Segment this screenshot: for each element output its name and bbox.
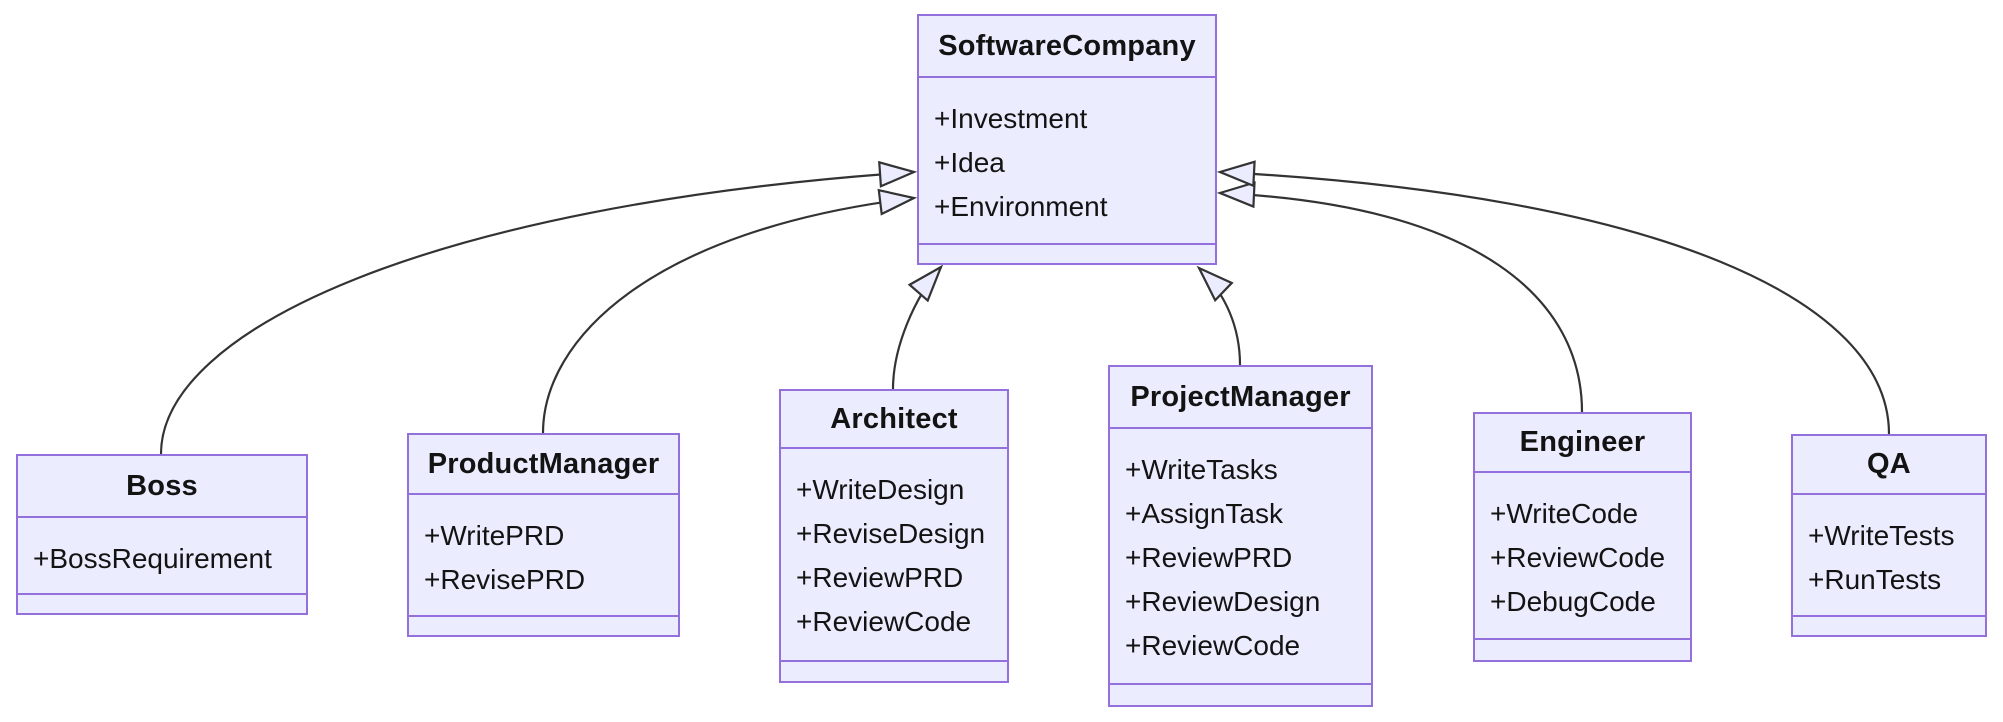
class-attribute: +Idea [934,147,1005,178]
class-attribute: +Environment [934,191,1108,222]
class-attribute: +WriteTests [1808,520,1955,551]
class-attribute: +ReviewPRD [1125,542,1293,573]
class-attribute: +RunTests [1808,564,1942,595]
class-attributes: +WriteDesign +ReviseDesign +ReviewPRD +Revi… [781,449,1007,662]
edge-productmanager-to-softwarecompany [541,188,918,434]
class-methods-empty [18,595,306,613]
class-attributes: +Investment +Idea +Environment [919,78,1215,245]
class-attribute: +WriteCode [1490,498,1639,529]
class-attribute: +RevisePRD [424,564,586,595]
class-box-engineer: Engineer +WriteCode +ReviewCode +DebugCode [1473,412,1692,662]
edge-projectmanager-to-softwarecompany [1196,265,1242,366]
class-attribute: +ReviewCode [1490,542,1666,573]
class-methods-empty [919,245,1215,263]
class-attribute: +WriteDesign [796,474,965,505]
class-attributes: +WriteTests +RunTests [1793,495,1985,617]
class-title-architect: Architect [781,391,1007,449]
class-title-boss: Boss [18,456,306,518]
class-methods-empty [409,617,678,635]
class-attribute: +WritePRD [424,520,565,551]
class-title-productmanager: ProductManager [409,435,678,495]
class-attribute: +Investment [934,103,1088,134]
class-methods-empty [1110,685,1371,705]
class-attributes: +WriteTasks +AssignTask +ReviewPRD +ReviewD… [1110,429,1371,685]
class-attribute: +WriteTasks [1125,454,1278,485]
edge-engineer-to-softwarecompany [1216,181,1584,413]
class-attribute: +ReviewPRD [796,562,964,593]
class-attributes: +WriteCode +ReviewCode +DebugCode [1475,473,1690,640]
class-title-qa: QA [1793,436,1985,495]
class-attribute: +BossRequirement [33,543,272,574]
edge-boss-to-softwarecompany [159,160,918,455]
class-attribute: +AssignTask [1125,498,1283,529]
class-attributes: +BossRequirement [18,518,306,595]
class-box-productmanager: ProductManager +WritePRD +RevisePRD [407,433,680,637]
class-attributes: +WritePRD +RevisePRD [409,495,678,617]
class-attribute: +ReviewCode [796,606,972,637]
class-methods-empty [1793,617,1985,635]
class-title-engineer: Engineer [1475,414,1690,473]
class-attribute: +ReviseDesign [796,518,986,549]
class-attribute: +DebugCode [1490,586,1656,617]
edge-architect-to-softwarecompany [891,264,944,390]
class-box-boss: Boss +BossRequirement [16,454,308,615]
class-methods-empty [1475,640,1690,660]
class-title-projectmanager: ProjectManager [1110,367,1371,429]
class-box-softwarecompany: SoftwareCompany +Investment +Idea +Environm… [917,14,1217,265]
class-box-architect: Architect +WriteDesign +ReviseDesign +Revie… [779,389,1009,683]
class-box-projectmanager: ProjectManager +WriteTasks +AssignTask +Rev… [1108,365,1373,707]
class-methods-empty [781,662,1007,681]
class-box-qa: QA +WriteTests +RunTests [1791,434,1987,637]
class-title-softwarecompany: SoftwareCompany [919,16,1215,78]
class-attribute: +ReviewDesign [1125,586,1321,617]
class-attribute: +ReviewCode [1125,630,1301,661]
edge-qa-to-softwarecompany [1216,160,1891,435]
